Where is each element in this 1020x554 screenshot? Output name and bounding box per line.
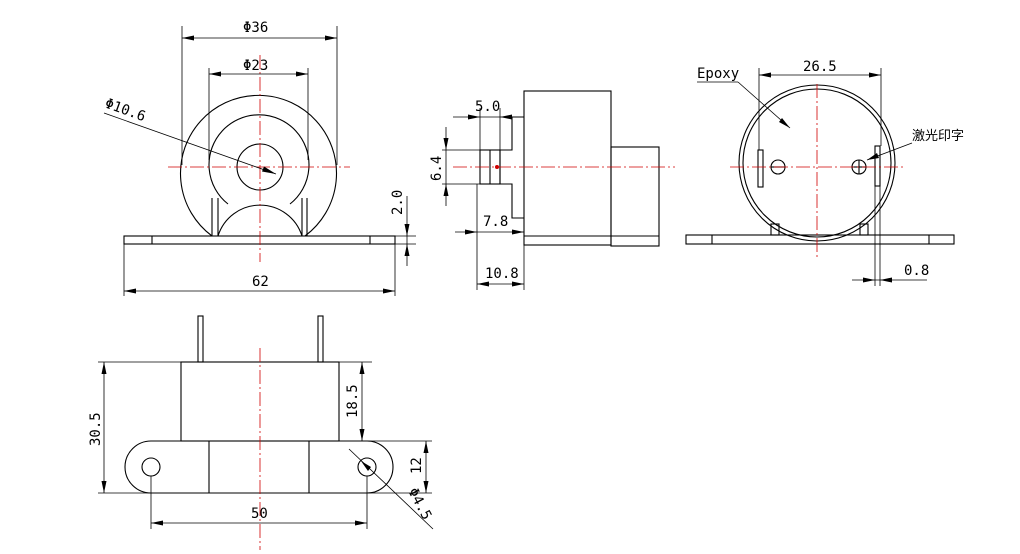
- dim-arrow: [423, 481, 429, 493]
- dim-arrow: [359, 429, 365, 441]
- dim-arrow: [262, 166, 276, 174]
- dim-side-depth-total-label: 10.8: [485, 266, 519, 282]
- dim-pin-len-label: 5.0: [475, 99, 500, 115]
- front-base-plate: [123, 235, 396, 245]
- dim-arrow: [124, 288, 136, 294]
- rear-foot-right: [859, 223, 869, 236]
- dim-width-label: 26.5: [803, 59, 837, 75]
- dim-arrow: [863, 277, 875, 283]
- dim-arrow: [759, 72, 771, 78]
- dim-arrow: [443, 184, 449, 196]
- dim-arrow: [325, 35, 337, 41]
- dim-hole-spacing-label: 50: [251, 506, 268, 522]
- dim-arrow: [500, 114, 512, 120]
- dim-arrow: [209, 71, 221, 77]
- rear-terminal-left: [757, 149, 764, 188]
- dim-arrow: [468, 114, 480, 120]
- side-cap: [610, 146, 660, 247]
- dim-arrow: [465, 229, 477, 235]
- rear-base-plate: [685, 234, 955, 245]
- dim-outer-dia-label: Φ36: [243, 20, 268, 36]
- dim-arrow: [355, 520, 367, 526]
- dim-side-depth-label: 7.8: [483, 214, 508, 230]
- dim-arrow: [101, 362, 107, 374]
- dim-arrow: [359, 362, 365, 374]
- dim-base-length-label: 62: [252, 274, 269, 290]
- top-view: 30.5 18.5 12 Φ4.5 50: [88, 315, 434, 550]
- epoxy-label: Epoxy: [697, 66, 739, 82]
- dim-arrow: [404, 224, 410, 236]
- side-flange-profile: [499, 116, 524, 219]
- dim-arrow: [477, 281, 489, 287]
- rear-view: 26.5 Epoxy 激光印字 0.8: [685, 59, 964, 286]
- dim-arrow: [361, 461, 371, 471]
- dim-arrow: [151, 520, 163, 526]
- front-outer-ring: [179, 94, 338, 237]
- dim-height-total-label: 30.5: [88, 412, 104, 446]
- dim-arrow: [779, 118, 790, 128]
- dim-height-body-label: 18.5: [345, 384, 361, 418]
- dim-arrow: [512, 229, 524, 235]
- side-body: [523, 90, 612, 246]
- front-view: Φ36 Φ23 Φ10.6 2.0 62: [103, 20, 416, 296]
- front-middle-ring: [208, 114, 310, 205]
- leader-line: [103, 112, 277, 175]
- dim-arrow: [404, 244, 410, 256]
- dim-arrow: [296, 71, 308, 77]
- dim-arrow: [512, 281, 524, 287]
- top-flange: [124, 440, 394, 494]
- dim-arrow: [869, 72, 881, 78]
- dim-inner-dia-label: Φ23: [243, 58, 268, 74]
- dim-base-thickness-label: 2.0: [390, 190, 406, 215]
- dim-arrow: [182, 35, 194, 41]
- side-view: 5.0 6.4 7.8 10.8: [429, 90, 675, 290]
- rear-terminal-right: [874, 145, 881, 187]
- dim-pin-dia-label: 6.4: [429, 156, 445, 181]
- dim-arrow: [880, 277, 892, 283]
- dim-arrow: [101, 481, 107, 493]
- top-pin-left: [197, 315, 204, 363]
- top-mount-hole-left: [141, 457, 161, 477]
- top-pin-right: [317, 315, 324, 363]
- dim-flange-height-label: 12: [409, 457, 425, 474]
- dim-arrow: [443, 138, 449, 150]
- dim-clearance-label: 0.8: [904, 263, 929, 279]
- laser-marking-label: 激光印字: [912, 129, 964, 144]
- dim-mount-hole-label: Φ4.5: [404, 485, 434, 522]
- dim-arrow: [867, 153, 879, 160]
- dim-arrow: [423, 441, 429, 453]
- dim-arrow: [383, 288, 395, 294]
